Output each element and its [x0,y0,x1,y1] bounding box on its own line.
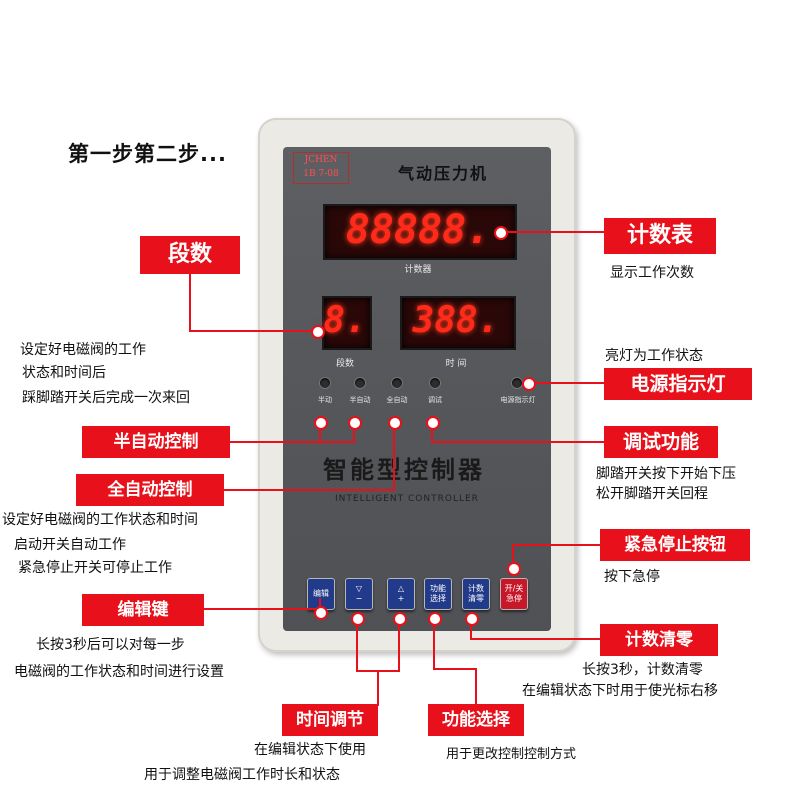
full-desc-3: 紧急停止开关可停止工作 [18,560,172,576]
time-leader-v1 [356,624,358,672]
full-auto-tag: 全自动控制 [76,474,224,506]
debug-desc-1: 脚踏开关按下开始下压 [596,466,736,482]
estop-marker [507,562,521,576]
led-label-manual: 半动 [318,396,332,404]
time-marker-up [393,612,407,626]
step-heading: 第一步第二步... [68,142,227,166]
time-desc-2: 用于调整电磁阀工作时长和状态 [144,767,340,783]
function-select-key[interactable]: 功能 选择 [424,578,452,610]
power-marker [522,377,536,391]
segment-label: 段数 [335,359,354,369]
edit-desc-2: 电磁阀的工作状态和时间进行设置 [14,664,224,680]
segments-leader-h [189,330,313,332]
semi-leader-v2 [353,428,355,442]
time-digits: 388. [412,300,500,341]
reset-marker [465,612,479,626]
power-desc: 亮灯为工作状态 [605,348,703,364]
edit-leader-h [204,608,316,610]
led-semi-auto [355,378,365,388]
semi-auto-tag: 半自动控制 [82,426,230,458]
semi-marker-2 [348,416,362,430]
semi-marker-1 [314,416,328,430]
full-desc-2: 启动开关自动工作 [14,537,126,553]
debug-desc-2: 松开脚踏开关回程 [596,486,708,502]
brand-logo: JCHEN 1B 7-08 [293,152,349,184]
func-leader-v [433,624,435,670]
counter-digits: 88888. [345,207,491,253]
counter-tag: 计数表 [604,218,716,254]
full-desc-1: 设定好电磁阀的工作状态和时间 [2,512,198,528]
edit-tag: 编辑键 [82,594,204,626]
segments-tag: 段数 [140,236,240,274]
segment-digits: 8. [323,300,367,341]
edit-desc-1: 长按3秒后可以对每一步 [36,637,185,653]
debug-leader-h [431,441,604,443]
full-leader-h [224,489,395,491]
time-display [400,296,516,350]
down-minus-key[interactable]: ▽ − [345,578,373,610]
func-tag: 功能选择 [428,704,524,736]
segments-marker [311,325,325,339]
counter-marker [494,226,508,240]
controller-title-en: INTELLIGENT CONTROLLER [335,494,479,504]
debug-marker [426,416,440,430]
full-marker [388,416,402,430]
func-marker [428,612,442,626]
counter-reset-key[interactable]: 计数 清零 [462,578,490,610]
segments-desc-2: 状态和时间后 [22,365,106,381]
led-power [512,378,522,388]
led-label-semi-auto: 半自动 [349,396,371,404]
reset-leader-v [470,624,472,640]
estop-leader-v [512,544,514,564]
controller-title: 智能型控制器 [323,455,485,484]
time-marker-down [351,612,365,626]
func-leader-h [433,668,477,670]
led-manual [320,378,330,388]
semi-leader-v1 [319,428,321,442]
debug-tag: 调试功能 [604,426,718,458]
time-leader-v2 [398,624,400,672]
debug-leader-v [431,428,433,442]
func-leader-v2 [475,668,477,704]
counter-leader [506,231,604,233]
time-leader-v3 [377,670,379,706]
counter-display [323,204,517,260]
time-tag: 时间调节 [282,704,378,736]
reset-tag: 计数清零 [600,624,718,656]
segment-display [322,296,372,350]
led-label-power: 电源指示灯 [500,396,536,404]
segments-leader-v [189,274,191,332]
machine-name: 气动压力机 [398,164,489,183]
segments-desc-1: 设定好电磁阀的工作 [20,342,146,358]
reset-desc-2: 在编辑状态下时用于使光标右移 [522,683,718,699]
counter-label: 计数器 [404,265,432,275]
time-label: 时 间 [445,359,467,369]
led-full-auto [392,378,402,388]
power-leader [534,382,604,384]
semi-leader-h [230,441,355,443]
time-desc-1: 在编辑状态下使用 [254,742,366,758]
estop-tag: 紧急停止按钮 [600,529,750,561]
up-plus-key[interactable]: △ + [387,578,415,610]
edit-leader-v [319,598,321,608]
edit-marker [314,606,328,620]
emergency-stop-key[interactable]: 开/关 急停 [500,578,528,610]
full-leader-v [393,428,395,490]
counter-desc: 显示工作次数 [610,265,694,281]
segments-desc-3: 踩脚踏开关后完成一次来回 [22,390,190,406]
estop-leader-h [512,544,600,546]
power-tag: 电源指示灯 [604,368,752,400]
led-label-full-auto: 全自动 [386,396,408,404]
led-debug [430,378,440,388]
reset-desc-1: 长按3秒，计数清零 [582,662,703,678]
estop-desc: 按下急停 [604,569,660,585]
func-desc: 用于更改控制控制方式 [446,747,577,762]
led-label-debug: 调试 [428,396,442,404]
reset-leader-h [470,638,600,640]
